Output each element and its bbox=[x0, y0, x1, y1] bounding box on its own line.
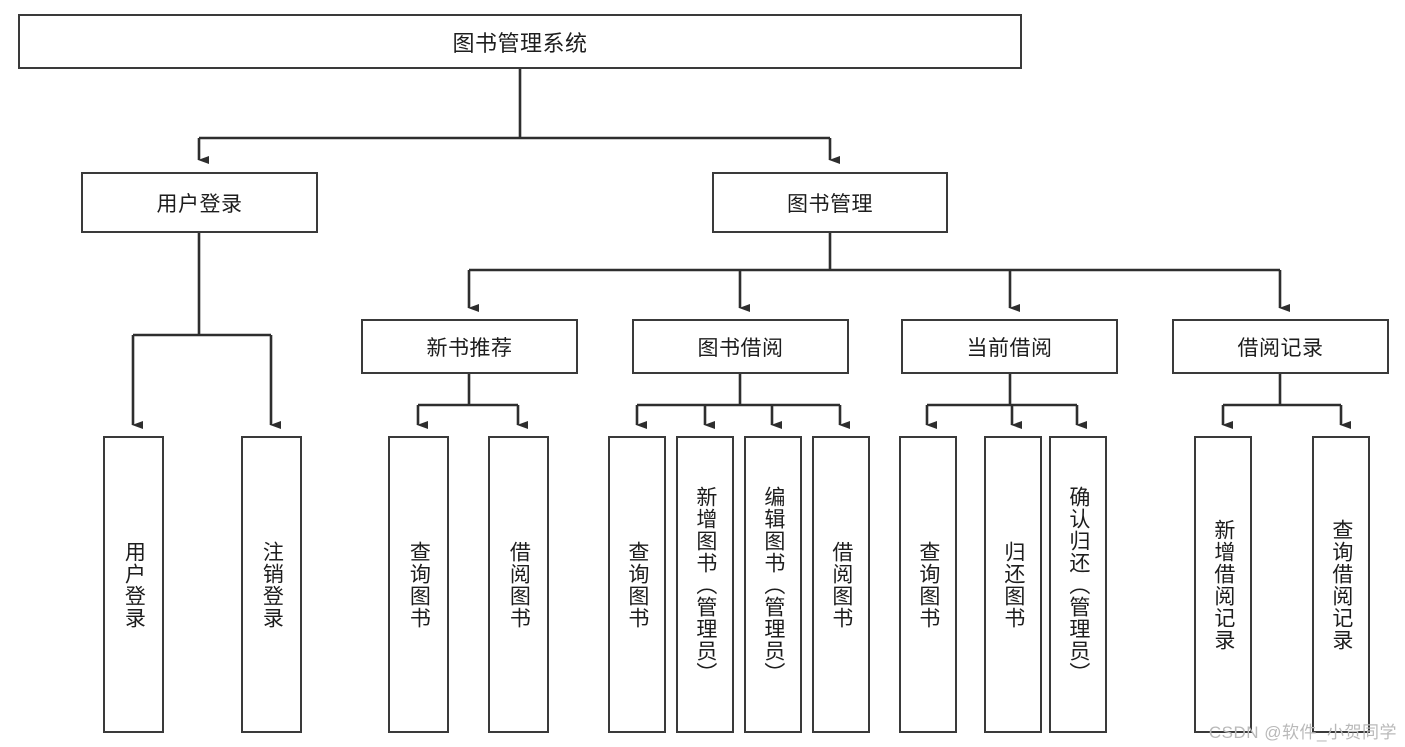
leaf-current-borrow-confirm-return-admin[interactable]: 确认归还（管理员） bbox=[1049, 436, 1107, 733]
node-label: 图书管理 bbox=[787, 192, 873, 216]
node-label: 借阅图书 bbox=[507, 540, 531, 629]
node-current-borrow[interactable]: 当前借阅 bbox=[901, 319, 1118, 374]
node-label: 查询借阅记录 bbox=[1329, 518, 1353, 651]
leaf-user-login-login[interactable]: 用户登录 bbox=[103, 436, 164, 733]
node-label: 新书推荐 bbox=[426, 336, 513, 360]
node-label: 查询图书 bbox=[407, 540, 431, 629]
node-label: 新增图书（管理员） bbox=[693, 485, 717, 684]
node-label: 注销登录 bbox=[260, 540, 284, 629]
node-label: 编辑图书（管理员） bbox=[761, 485, 785, 684]
leaf-current-borrow-query-book[interactable]: 查询图书 bbox=[899, 436, 957, 733]
leaf-borrow-record-add-record[interactable]: 新增借阅记录 bbox=[1194, 436, 1252, 733]
node-label: 用户登录 bbox=[122, 540, 146, 629]
leaf-new-book-borrow-book[interactable]: 借阅图书 bbox=[488, 436, 549, 733]
node-label: 新增借阅记录 bbox=[1211, 518, 1235, 651]
node-label: 归还图书 bbox=[1001, 540, 1025, 629]
node-label: 借阅图书 bbox=[829, 540, 853, 629]
node-label: 借阅记录 bbox=[1237, 336, 1324, 360]
node-user-login[interactable]: 用户登录 bbox=[81, 172, 318, 233]
node-borrow-record[interactable]: 借阅记录 bbox=[1172, 319, 1389, 374]
leaf-book-borrow-add-book-admin[interactable]: 新增图书（管理员） bbox=[676, 436, 734, 733]
node-book-management[interactable]: 图书管理 bbox=[712, 172, 948, 233]
leaf-new-book-query-book[interactable]: 查询图书 bbox=[388, 436, 449, 733]
node-label: 图书借阅 bbox=[697, 336, 784, 360]
node-label: 查询图书 bbox=[916, 540, 940, 629]
node-label: 查询图书 bbox=[625, 540, 649, 629]
node-label: 确认归还（管理员） bbox=[1066, 485, 1090, 684]
node-book-borrow[interactable]: 图书借阅 bbox=[632, 319, 849, 374]
node-new-book-recommend[interactable]: 新书推荐 bbox=[361, 319, 578, 374]
leaf-book-borrow-borrow-book[interactable]: 借阅图书 bbox=[812, 436, 870, 733]
leaf-current-borrow-return-book[interactable]: 归还图书 bbox=[984, 436, 1042, 733]
node-root-book-management-system[interactable]: 图书管理系统 bbox=[18, 14, 1022, 69]
leaf-user-login-logout[interactable]: 注销登录 bbox=[241, 436, 302, 733]
node-label: 图书管理系统 bbox=[452, 30, 588, 56]
leaf-borrow-record-query-record[interactable]: 查询借阅记录 bbox=[1312, 436, 1370, 733]
leaf-book-borrow-edit-book-admin[interactable]: 编辑图书（管理员） bbox=[744, 436, 802, 733]
node-label: 当前借阅 bbox=[966, 336, 1053, 360]
leaf-book-borrow-query-book[interactable]: 查询图书 bbox=[608, 436, 666, 733]
watermark-text: CSDN @软件_小贺同学 bbox=[1208, 723, 1397, 742]
node-label: 用户登录 bbox=[156, 192, 243, 216]
